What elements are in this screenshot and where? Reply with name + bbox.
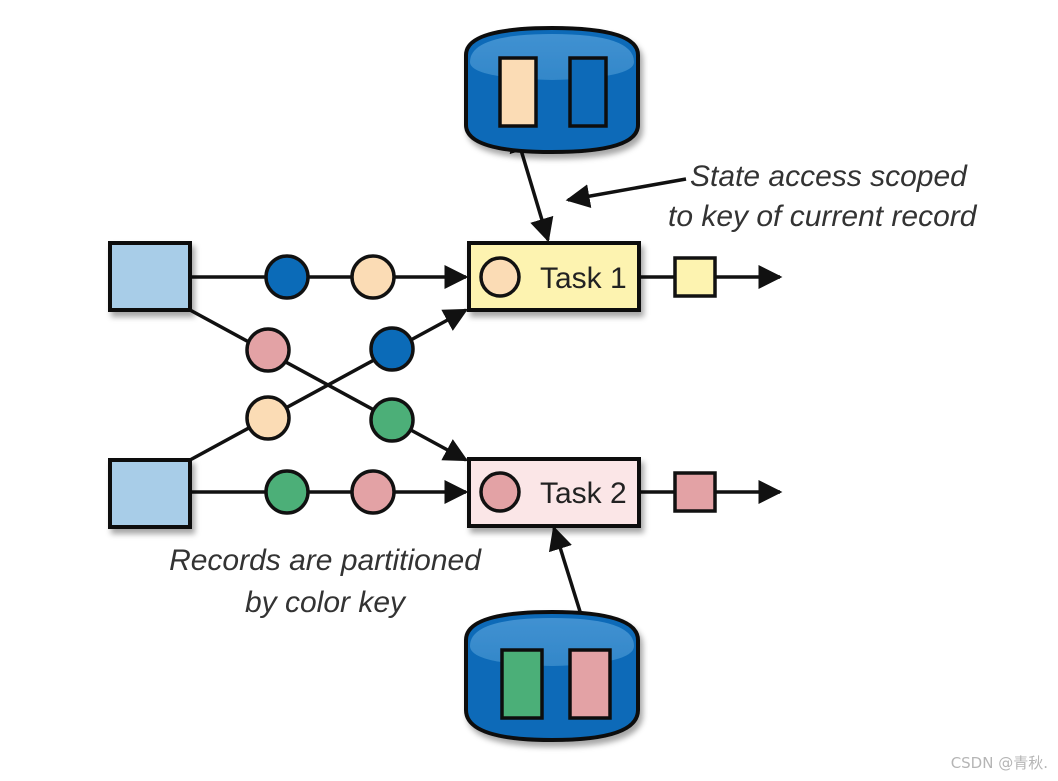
record [369,397,415,443]
state-key-slot [568,648,612,720]
state-store-task-2 [464,609,640,743]
record [350,469,396,515]
record [264,254,310,300]
watermark: CSDN @青秋. [950,754,1048,772]
task-2-label: Task 2 [540,477,627,510]
source-1 [108,241,192,312]
state-access-annotation-line-1: State access scoped [690,160,968,193]
task-2-current-record [479,471,521,513]
edge-source2-task1 [189,308,469,462]
state-access-annotation-line-2: to key of current record [668,200,978,233]
records [245,254,415,515]
partition-annotation-line-2: by color key [245,586,407,619]
record [245,395,291,441]
task-1: Task 1 [467,241,641,312]
source-2 [108,458,192,529]
task-1-current-record [479,256,521,298]
state-key-slot [500,648,544,720]
record [369,326,415,372]
state-key-slot [498,56,538,128]
state-key-slot [568,56,608,128]
task-2-output-record [673,471,717,513]
task-1-label: Task 1 [540,262,627,295]
task-2: Task 2 [467,457,641,528]
record [350,254,396,300]
record [245,327,291,373]
state-store-task-1 [464,25,640,155]
annotation-pointer-arrow [565,177,687,209]
task-1-output-record [673,256,717,298]
partition-annotation-line-1: Records are partitioned [169,544,482,577]
record [264,469,310,515]
